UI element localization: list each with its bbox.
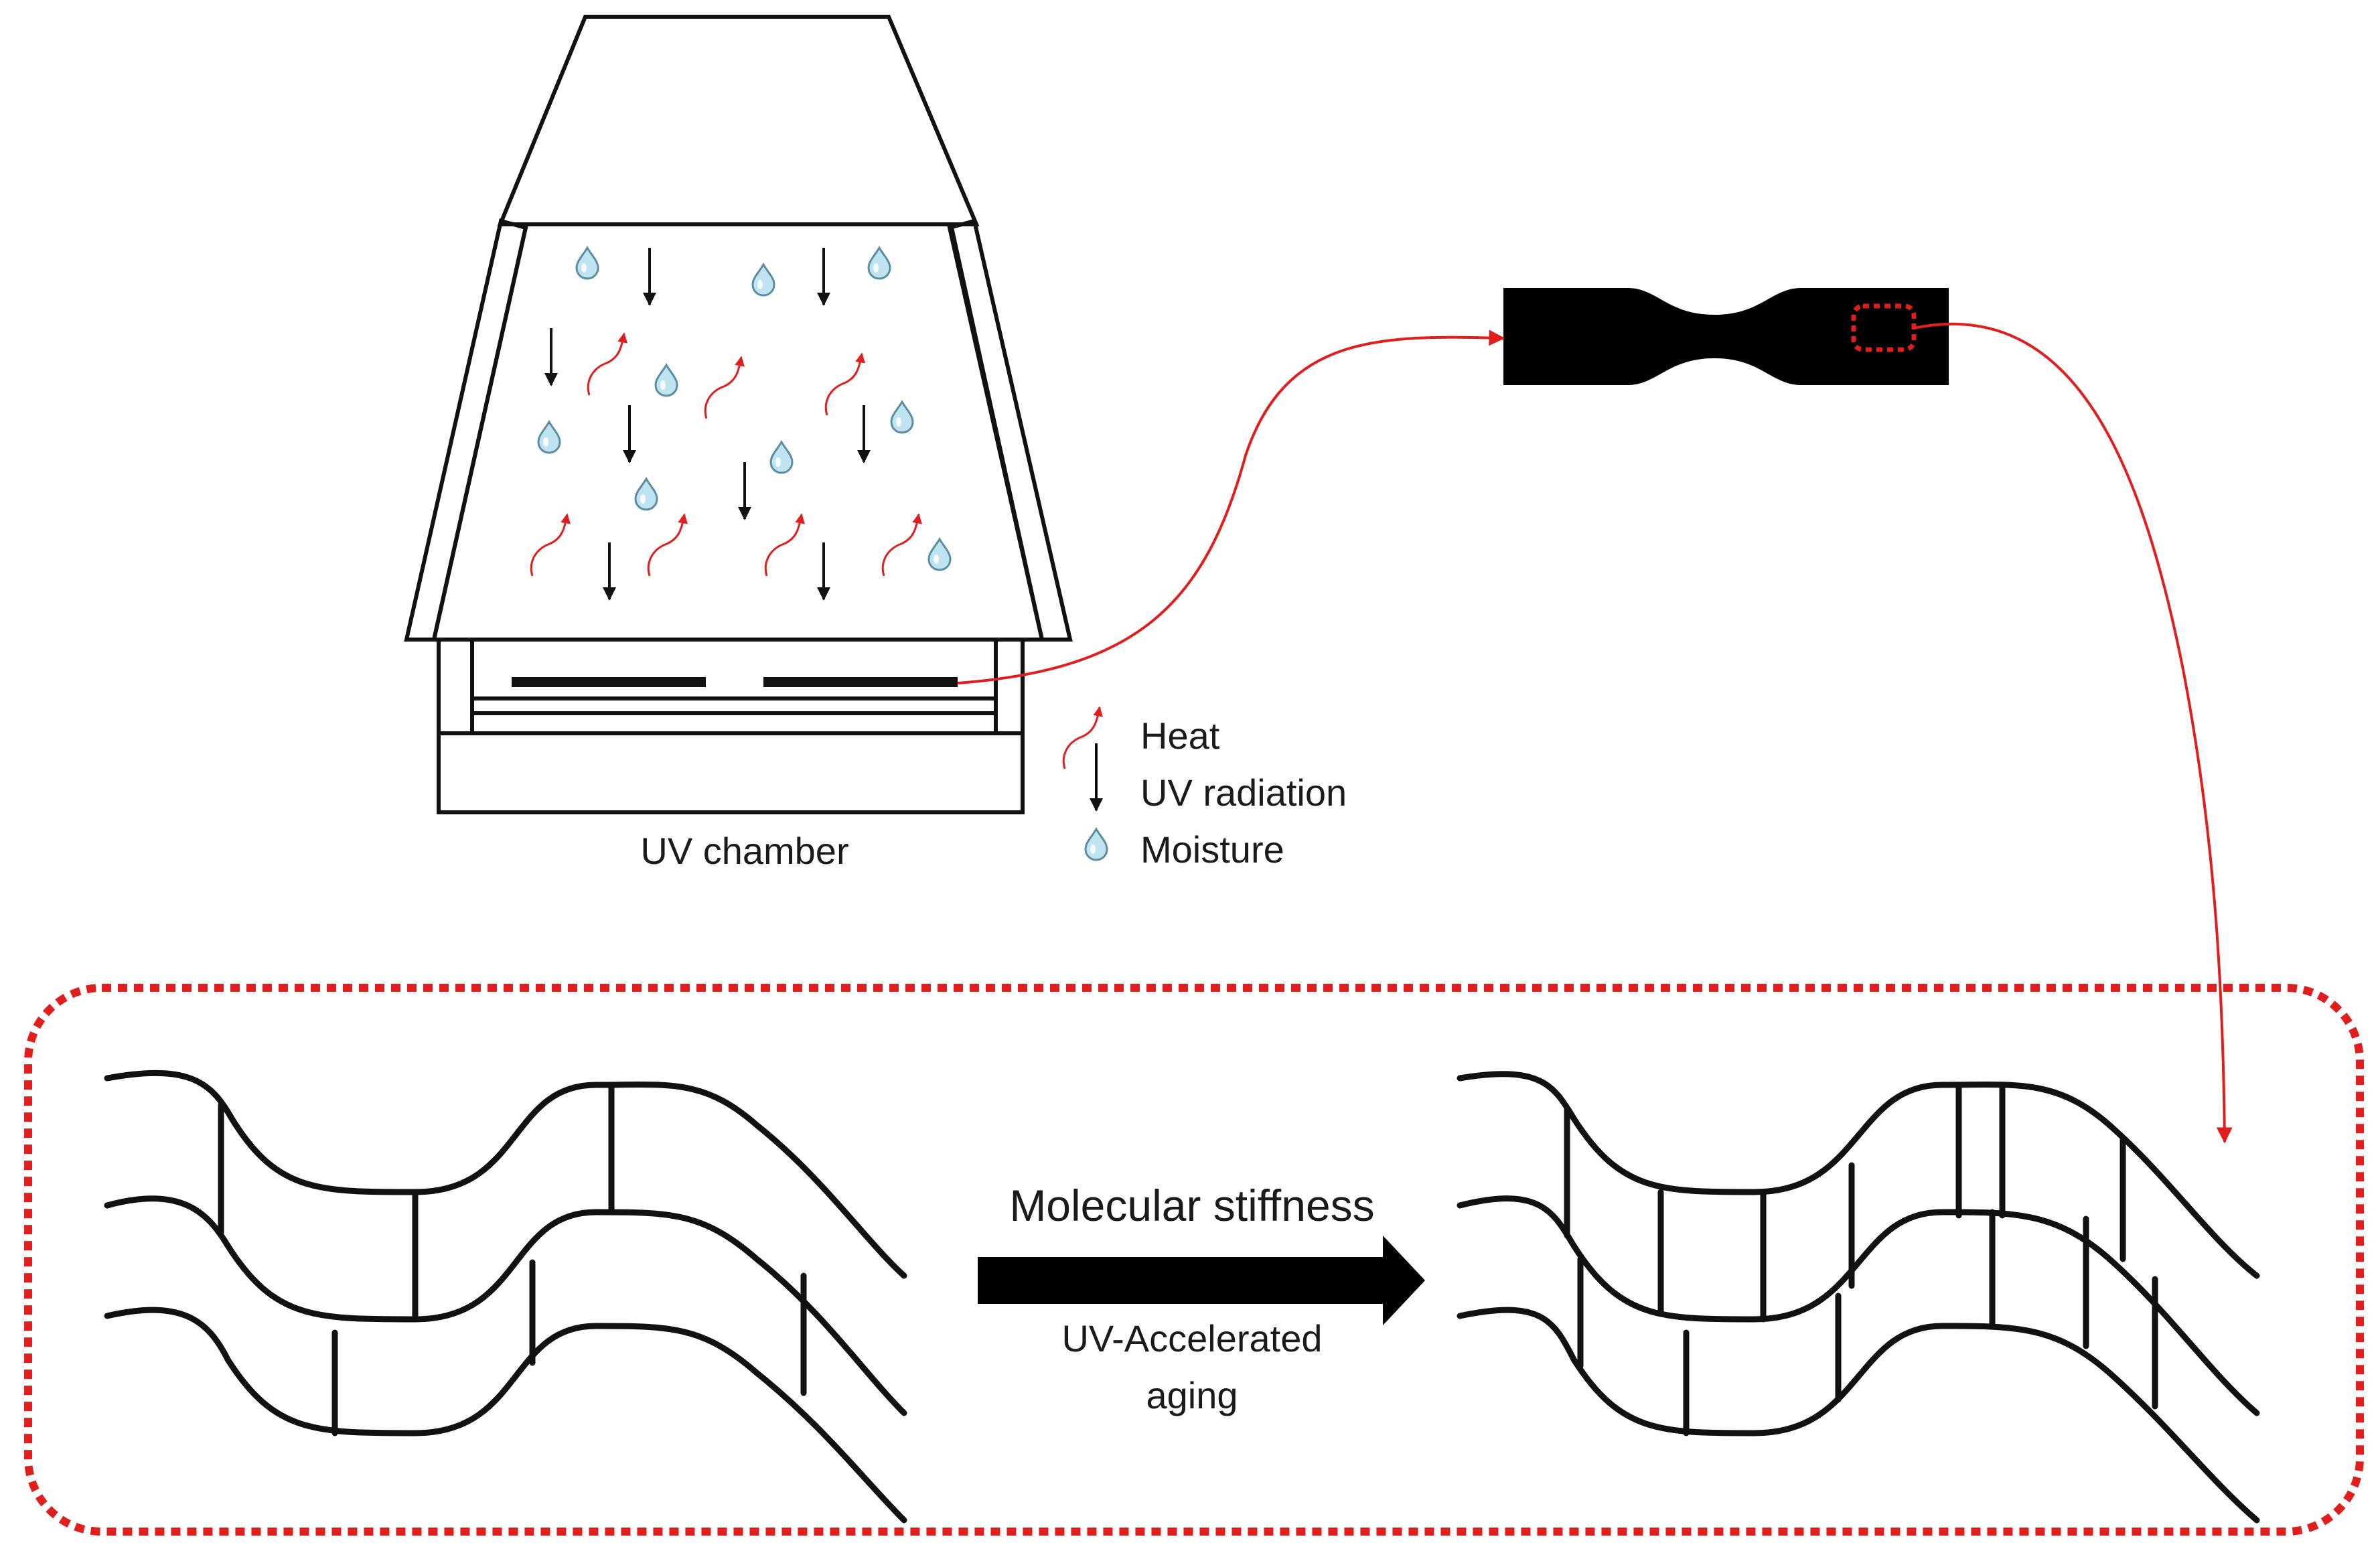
heat-arrow-icon [1062, 706, 1101, 770]
legend-item-heat: Heat [1062, 706, 1220, 770]
chamber-lid [497, 15, 980, 226]
svg-text:Heat: Heat [1140, 715, 1220, 757]
molecular-chains-before [104, 1069, 907, 1524]
sample-strip-left [512, 677, 706, 687]
sample-tray [470, 696, 998, 715]
chamber-label: UV chamber [640, 830, 848, 872]
process-arrow [978, 1236, 1425, 1325]
molecular-detail-box [24, 984, 2364, 1536]
chamber-body [431, 222, 1045, 642]
chamber-right-panel [947, 218, 1073, 642]
chamber-outer-base [437, 731, 1025, 814]
process-subtitle-line1: UV-Accelerated [1061, 1317, 1322, 1359]
uv-arrows [544, 248, 871, 601]
chamber-to-specimen-arrow [957, 329, 1505, 684]
uv-chamber [404, 15, 1073, 814]
process-title: Molecular stiffness [1009, 1181, 1374, 1230]
droplet-icon [1084, 828, 1108, 861]
heat-arrows [530, 332, 920, 577]
svg-text:Moisture: Moisture [1140, 828, 1284, 871]
legend-item-moisture: Moisture [1084, 828, 1284, 871]
legend: Heat UV radiation Moisture [1062, 706, 1347, 871]
legend-item-uv: UV radiation [1090, 743, 1347, 814]
moisture-droplets [537, 246, 952, 571]
specimen-to-molecular-arrow [1913, 322, 2233, 1144]
chamber-left-panel [404, 218, 528, 642]
process-subtitle-line2: aging [1146, 1374, 1238, 1416]
dogbone-specimen [1503, 288, 1949, 385]
sample-strip-right [763, 677, 958, 687]
svg-text:UV radiation: UV radiation [1140, 771, 1347, 814]
molecular-chains-after [1457, 1071, 2260, 1524]
